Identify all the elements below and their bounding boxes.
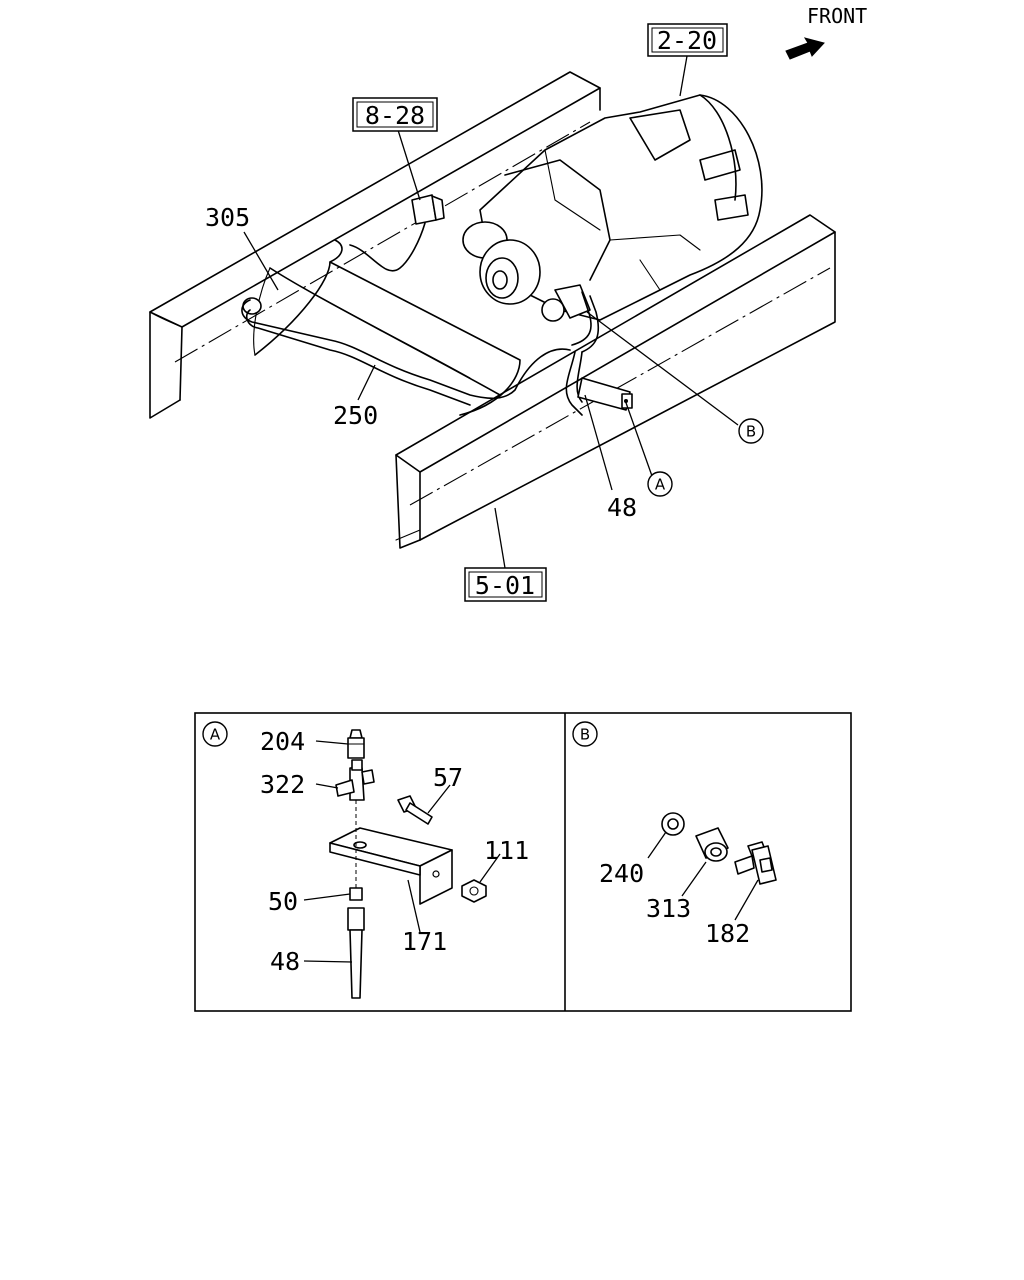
part-171-bracket	[329, 827, 453, 905]
callout-204: 204	[260, 727, 305, 756]
ref-5-01-label: 5-01	[475, 571, 535, 600]
callout-48-detail: 48	[270, 947, 300, 976]
ref-8-28-label: 8-28	[365, 101, 425, 130]
callout-322: 322	[260, 770, 305, 799]
detail-a-letter: A	[210, 726, 221, 744]
bracket-a	[577, 377, 633, 411]
part-313-adapter	[695, 827, 729, 862]
detail-a: A	[202, 721, 529, 999]
callout-313: 313	[646, 894, 691, 923]
callout-48: 48	[607, 493, 637, 522]
detail-b: B 240 313 182	[572, 721, 777, 948]
callout-182: 182	[705, 919, 750, 948]
front-label: FRONT	[807, 4, 867, 28]
callout-240: 240	[599, 859, 644, 888]
callout-50: 50	[268, 887, 298, 916]
detail-panels	[194, 712, 852, 1012]
part-111-nut	[461, 879, 487, 903]
part-50-nut	[349, 887, 363, 901]
main-leaders	[243, 55, 739, 569]
part-240-washer	[661, 812, 685, 836]
transmission	[462, 94, 763, 322]
callout-250: 250	[333, 401, 378, 430]
sensor-connector	[349, 194, 445, 272]
front-arrow-icon	[785, 37, 825, 60]
part-182-elbow	[734, 841, 777, 885]
detail-b-badge: B	[572, 721, 598, 747]
part-57-bolt	[397, 795, 433, 825]
reference-box-5-01[interactable]: 5-01	[464, 567, 547, 602]
cross-member	[253, 239, 521, 416]
detail-b-letter: B	[580, 726, 590, 744]
part-322-tee	[335, 759, 375, 801]
reference-box-2-20[interactable]: 2-20	[647, 23, 728, 57]
callout-305: 305	[205, 203, 250, 232]
right-frame-rail	[395, 214, 836, 549]
callout-111: 111	[484, 836, 529, 865]
part-204-connector	[347, 729, 365, 759]
front-indicator: FRONT	[785, 4, 867, 60]
ref-2-20-label: 2-20	[657, 26, 717, 55]
harness-routing	[241, 291, 600, 416]
callout-b-letter: B	[746, 423, 756, 441]
part-48-pipe	[347, 907, 365, 999]
detail-a-badge: A	[202, 721, 228, 747]
reference-box-8-28[interactable]: 8-28	[352, 97, 438, 132]
callout-57: 57	[433, 763, 463, 792]
callout-circle-a: A	[647, 471, 673, 497]
callout-circle-b: B	[738, 418, 764, 444]
callout-a-letter: A	[655, 476, 666, 494]
left-frame-rail	[149, 71, 601, 419]
callout-171: 171	[402, 927, 447, 956]
